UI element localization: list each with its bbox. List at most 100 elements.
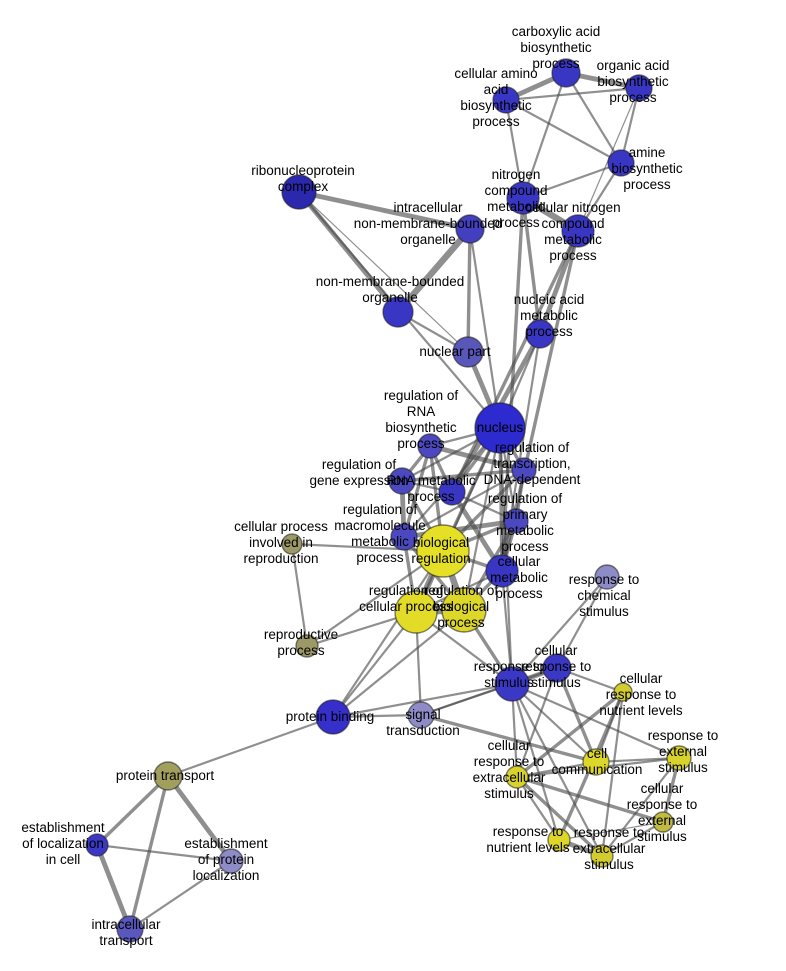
edge-cprepro-repro bbox=[290, 542, 309, 648]
node-intratrans[interactable] bbox=[116, 915, 144, 943]
edge-nitro-nucacid bbox=[521, 196, 542, 336]
node-chem[interactable] bbox=[594, 564, 620, 590]
edge-respext-respextra bbox=[600, 756, 681, 858]
node-label-line: in cell bbox=[46, 852, 81, 867]
node-label-line: organelle bbox=[400, 232, 456, 247]
edge-protbind-regcell bbox=[331, 610, 418, 719]
node-nitro[interactable] bbox=[506, 181, 540, 215]
node-regprim[interactable] bbox=[503, 508, 529, 534]
node-label-line: cellular process bbox=[234, 519, 328, 534]
node-label-line: biosynthetic bbox=[385, 420, 457, 435]
node-label-line: biosynthetic bbox=[520, 40, 592, 55]
nodes-layer bbox=[85, 58, 692, 943]
node-respstim[interactable] bbox=[494, 666, 530, 702]
node-cellmet[interactable] bbox=[485, 554, 519, 588]
node-amine[interactable] bbox=[607, 149, 635, 177]
edge-respextra-cellnutr bbox=[600, 690, 625, 858]
edge-prottrans-estloc bbox=[95, 774, 170, 847]
node-label-line: process bbox=[623, 177, 671, 192]
node-cellrespext[interactable] bbox=[652, 811, 674, 833]
edge-regtrans-regmacro bbox=[402, 468, 526, 539]
node-respnutr[interactable] bbox=[547, 828, 571, 852]
node-reggene[interactable] bbox=[388, 467, 416, 495]
node-estprot[interactable] bbox=[218, 848, 244, 874]
node-label-line: stimulus bbox=[484, 786, 534, 801]
edge-protbind-bioreg bbox=[331, 549, 445, 719]
node-label-line: cellular amino bbox=[454, 66, 537, 81]
node-label-line: involved in bbox=[249, 535, 313, 550]
edge-intranmb-nucpart bbox=[466, 227, 472, 354]
node-cellnitro[interactable] bbox=[561, 214, 595, 248]
node-respextra[interactable] bbox=[590, 844, 614, 868]
edge-cellnitro-nucacid bbox=[537, 228, 581, 337]
node-nmb[interactable] bbox=[382, 296, 414, 328]
node-cellnutr[interactable] bbox=[613, 682, 633, 702]
edge-cellresp-chem bbox=[555, 575, 609, 670]
edge-estloc-intratrans bbox=[94, 842, 133, 932]
edge-estloc-estprot bbox=[95, 843, 233, 863]
edge-cellresp-cellextra bbox=[515, 666, 559, 779]
node-cprepro[interactable] bbox=[281, 533, 303, 555]
node-nucpart[interactable] bbox=[452, 336, 484, 368]
node-label-line: RNA bbox=[407, 404, 436, 419]
node-carbox[interactable] bbox=[551, 58, 581, 88]
edge-estprot-intratrans bbox=[128, 859, 233, 931]
node-respext[interactable] bbox=[666, 745, 692, 771]
edge-cellresp-cellcomm bbox=[555, 666, 598, 764]
node-regbio[interactable] bbox=[441, 587, 487, 633]
node-amino[interactable] bbox=[492, 86, 520, 114]
edge-organic-amino bbox=[504, 86, 641, 102]
edge-respnutr-cellrespext bbox=[558, 821, 664, 841]
node-repro[interactable] bbox=[295, 634, 319, 658]
edge-carbox-nitro bbox=[521, 71, 568, 200]
node-label-line: organic acid bbox=[597, 58, 670, 73]
edge-cellresp-sigtrans bbox=[419, 666, 559, 717]
edge-cellcomm-sigtrans bbox=[419, 713, 598, 764]
edge-regrna-regmacro bbox=[402, 444, 432, 539]
node-intranmb[interactable] bbox=[455, 214, 485, 244]
node-cellextra[interactable] bbox=[505, 765, 529, 789]
node-organic[interactable] bbox=[625, 74, 653, 102]
edge-nucleus-regbio bbox=[462, 426, 502, 612]
node-cellresp[interactable] bbox=[542, 653, 572, 683]
node-prottrans[interactable] bbox=[153, 761, 183, 791]
node-label-line: regulation of bbox=[322, 457, 397, 472]
node-rnamet[interactable] bbox=[438, 478, 466, 506]
edge-respextra-cellextra bbox=[515, 775, 604, 858]
node-regcell[interactable] bbox=[394, 590, 438, 634]
node-sigtrans[interactable] bbox=[407, 701, 435, 729]
node-label-line: response to bbox=[648, 728, 719, 743]
edge-respstim-cellcomm bbox=[510, 682, 598, 764]
edge-regrna-regtrans bbox=[427, 443, 527, 473]
node-label-line: amine bbox=[629, 145, 666, 160]
node-label-line: process bbox=[492, 215, 540, 230]
edge-nitro-cellmet bbox=[500, 196, 525, 573]
node-nucleus[interactable] bbox=[474, 402, 526, 454]
node-label-line: process bbox=[472, 114, 520, 129]
edge-respstim-chem bbox=[510, 575, 609, 686]
node-label-line: reproduction bbox=[243, 551, 318, 566]
node-label-line: establishment bbox=[21, 820, 105, 835]
node-bioreg[interactable] bbox=[416, 524, 470, 578]
edge-protbind-respstim bbox=[331, 682, 514, 719]
edge-protbind-regbio bbox=[331, 608, 466, 719]
edge-cellnutr-cellextra bbox=[515, 690, 625, 779]
node-protbind[interactable] bbox=[315, 699, 351, 735]
edge-respstim-respext bbox=[510, 682, 681, 760]
edge-cellextra-cellrespext bbox=[515, 775, 665, 824]
node-regrna[interactable] bbox=[417, 433, 443, 459]
node-cellcomm[interactable] bbox=[582, 748, 610, 776]
edge-regtrans-reggene bbox=[400, 468, 526, 483]
node-label-line: cellular bbox=[641, 781, 684, 796]
node-rnp[interactable] bbox=[281, 174, 317, 210]
edge-carbox-amine bbox=[564, 71, 623, 165]
edge-protbind-prottrans bbox=[166, 715, 335, 778]
node-nucacid[interactable] bbox=[525, 319, 555, 349]
node-regmacro[interactable] bbox=[390, 523, 418, 551]
edge-rnp-intranmb bbox=[296, 189, 473, 232]
node-regtrans[interactable] bbox=[511, 457, 537, 483]
node-estloc[interactable] bbox=[85, 833, 109, 857]
